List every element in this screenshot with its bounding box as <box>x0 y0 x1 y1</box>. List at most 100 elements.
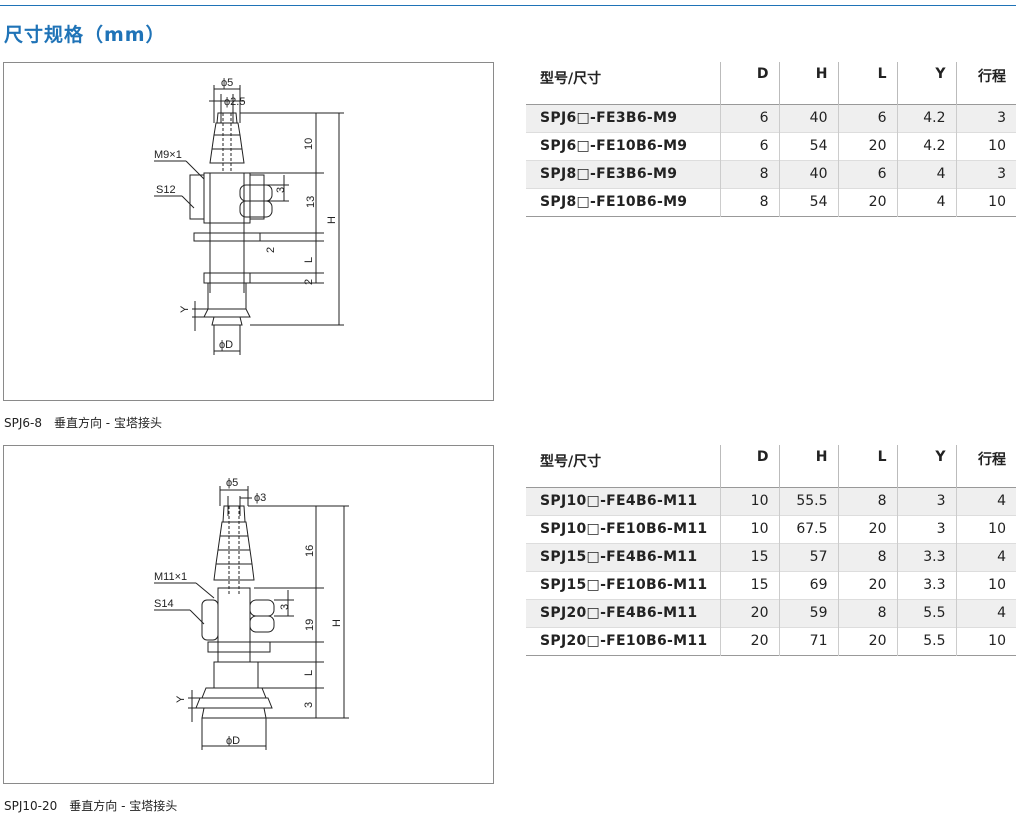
header-d: D <box>719 445 779 487</box>
header-y: Y <box>896 445 956 487</box>
table-row: SPJ6□-FE3B6-M9 6 40 6 4.2 3 <box>526 104 1016 132</box>
drawing-panel-spj6-8: ϕ5 ϕ2.5 M9×1 S12 <box>3 62 494 401</box>
cell-model: SPJ20□-FE10B6-M11 <box>540 633 708 649</box>
dim-3b: 3 <box>303 702 315 708</box>
cell: 4.2 <box>896 132 956 160</box>
cell: 4.2 <box>896 104 956 132</box>
dim-3: 3 <box>275 187 287 193</box>
spec-table-spj6-8: 型号/尺寸 D H L Y 行程 SPJ6□-FE3B6-M9 6 40 6 4… <box>526 62 1016 217</box>
cell: 20 <box>837 132 897 160</box>
cell-model: SPJ15□-FE4B6-M11 <box>540 549 698 565</box>
dim-l: L <box>303 257 315 263</box>
cell-model: SPJ20□-FE4B6-M11 <box>540 605 698 621</box>
label-hex: S12 <box>156 184 176 196</box>
header-model: 型号/尺寸 <box>540 454 602 470</box>
label-hex: S14 <box>154 598 174 610</box>
cell: 57 <box>778 543 838 571</box>
cell: 3.3 <box>896 543 956 571</box>
header-l: L <box>837 445 897 487</box>
cell: 20 <box>837 571 897 599</box>
cell: 3 <box>955 160 1016 188</box>
dim-phid: ϕD <box>226 735 240 747</box>
header-model: 型号/尺寸 <box>540 71 602 87</box>
top-divider <box>0 5 1016 6</box>
cell: 10 <box>955 515 1016 543</box>
cell: 4 <box>896 188 956 216</box>
cell: 55.5 <box>778 487 838 515</box>
table-row: SPJ10□-FE10B6-M11 10 67.5 20 3 10 <box>526 515 1016 543</box>
cell-model: SPJ6□-FE3B6-M9 <box>540 110 678 126</box>
table-row: SPJ8□-FE3B6-M9 8 40 6 4 3 <box>526 160 1016 188</box>
cell: 10 <box>955 571 1016 599</box>
spec-table-spj10-20: 型号/尺寸 D H L Y 行程 SPJ10□-FE4B6-M11 10 55.… <box>526 445 1016 656</box>
cell: 71 <box>778 627 838 655</box>
header-stroke: 行程 <box>955 445 1016 487</box>
header-h: H <box>778 62 838 104</box>
cell: 67.5 <box>778 515 838 543</box>
dim-phid: ϕD <box>219 339 233 351</box>
cell: 6 <box>719 104 779 132</box>
cell: 54 <box>778 188 838 216</box>
cell: 20 <box>837 188 897 216</box>
table-row: SPJ20□-FE4B6-M11 20 59 8 5.5 4 <box>526 599 1016 627</box>
cell: 6 <box>719 132 779 160</box>
cell: 10 <box>955 188 1016 216</box>
technical-drawing-spj10-20: ϕ5 ϕ3 M11×1 S14 16 3 <box>154 477 349 750</box>
header-d: D <box>719 62 779 104</box>
cell: 6 <box>837 104 897 132</box>
cell: 3 <box>955 104 1016 132</box>
cell: 20 <box>719 627 779 655</box>
label-thread: M9×1 <box>154 149 182 161</box>
cell-model: SPJ8□-FE3B6-M9 <box>540 166 678 182</box>
dim-h: H <box>331 619 343 627</box>
header-y: Y <box>896 62 956 104</box>
dim-l: L <box>303 670 315 676</box>
cell-model: SPJ10□-FE10B6-M11 <box>540 521 708 537</box>
cell: 3.3 <box>896 571 956 599</box>
technical-drawing-spj6-8: ϕ5 ϕ2.5 M9×1 S12 <box>154 77 344 355</box>
cell: 8 <box>837 543 897 571</box>
cell: 15 <box>719 571 779 599</box>
dim-10: 10 <box>303 138 315 150</box>
dim-16: 16 <box>304 545 316 557</box>
drawing-panel-spj10-20: ϕ5 ϕ3 M11×1 S14 16 3 <box>3 445 494 784</box>
cell: 4 <box>955 543 1016 571</box>
cell: 8 <box>719 160 779 188</box>
cell: 5.5 <box>896 627 956 655</box>
table-row: SPJ6□-FE10B6-M9 6 54 20 4.2 10 <box>526 132 1016 160</box>
table-row: SPJ10□-FE4B6-M11 10 55.5 8 3 4 <box>526 487 1016 515</box>
cell: 4 <box>896 160 956 188</box>
dim-13: 13 <box>305 196 317 208</box>
label-thread: M11×1 <box>154 571 187 583</box>
cell: 20 <box>719 599 779 627</box>
cell: 10 <box>719 515 779 543</box>
cell: 3 <box>896 487 956 515</box>
dim-phi3: ϕ3 <box>254 492 266 504</box>
dim-y: Y <box>179 305 191 313</box>
cell: 5.5 <box>896 599 956 627</box>
header-h: H <box>778 445 838 487</box>
cell: 15 <box>719 543 779 571</box>
cell-model: SPJ10□-FE4B6-M11 <box>540 493 698 509</box>
cell: 40 <box>778 104 838 132</box>
table-row: SPJ20□-FE10B6-M11 20 71 20 5.5 10 <box>526 627 1016 655</box>
cell: 20 <box>837 515 897 543</box>
drawing-caption-spj10-20: SPJ10-20 垂直方向 - 宝塔接头 <box>4 799 178 813</box>
cell-model: SPJ15□-FE10B6-M11 <box>540 577 708 593</box>
cell: 10 <box>955 132 1016 160</box>
dim-phi5: ϕ5 <box>226 477 238 489</box>
cell-model: SPJ6□-FE10B6-M9 <box>540 138 688 154</box>
table-row: SPJ15□-FE4B6-M11 15 57 8 3.3 4 <box>526 543 1016 571</box>
cell: 69 <box>778 571 838 599</box>
cell: 4 <box>955 599 1016 627</box>
cell: 20 <box>837 627 897 655</box>
cell: 10 <box>955 627 1016 655</box>
header-l: L <box>837 62 897 104</box>
dim-phi2-5: ϕ2.5 <box>224 96 245 108</box>
table-row: SPJ8□-FE10B6-M9 8 54 20 4 10 <box>526 188 1016 216</box>
cell: 54 <box>778 132 838 160</box>
cell: 8 <box>837 599 897 627</box>
dim-y: Y <box>175 695 187 703</box>
dim-3a: 3 <box>279 604 291 610</box>
cell: 8 <box>719 188 779 216</box>
